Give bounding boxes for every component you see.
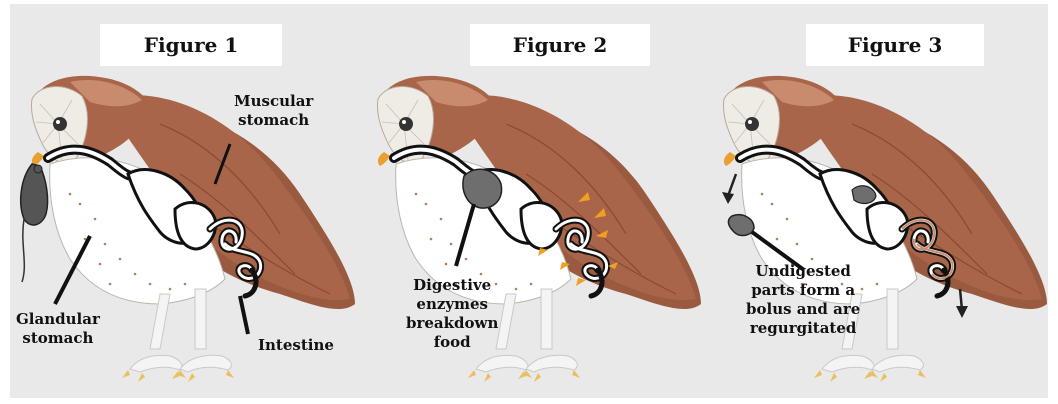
diagram-stage: Figure 1 Muscular stomach Glandular stom… bbox=[10, 4, 1048, 398]
intestine-pointer bbox=[240, 296, 248, 334]
digestive-enzymes-label: Digestive enzymes breakdown food bbox=[406, 276, 498, 352]
mouse-icon bbox=[21, 164, 48, 282]
figure-1-title: Figure 1 bbox=[100, 24, 282, 66]
figure-2-panel: Figure 2 Digestive enzymes breakdown foo… bbox=[356, 4, 702, 398]
figure-3-title: Figure 3 bbox=[806, 24, 984, 66]
muscular-stomach-label: Muscular stomach bbox=[234, 92, 313, 130]
down-arrow-icon bbox=[722, 174, 736, 204]
figure-1-panel: Figure 1 Muscular stomach Glandular stom… bbox=[10, 4, 356, 398]
food-mass-icon bbox=[463, 169, 502, 208]
glandular-stomach-label: Glandular stomach bbox=[16, 310, 100, 348]
figure-3-panel: Figure 3 Undigested parts form a bolus a… bbox=[702, 4, 1048, 398]
undigested-parts-label: Undigested parts form a bolus and are re… bbox=[746, 262, 860, 338]
intestine-label: Intestine bbox=[258, 336, 334, 355]
figure-2-title: Figure 2 bbox=[470, 24, 650, 66]
down-arrow-icon bbox=[956, 289, 968, 318]
